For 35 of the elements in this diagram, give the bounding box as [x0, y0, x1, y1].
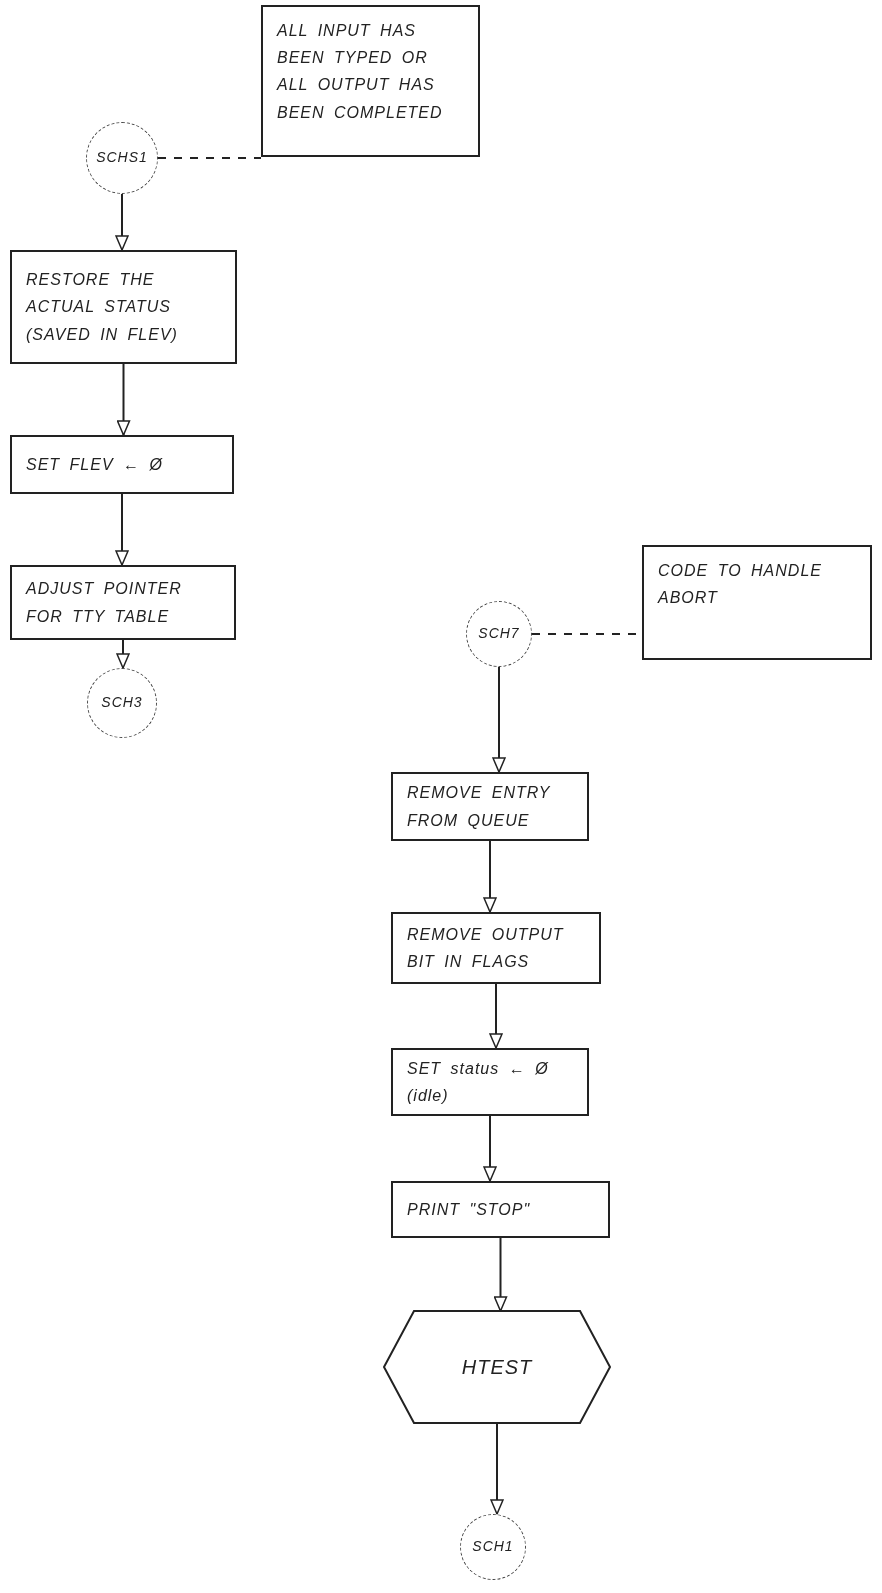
node-text: SCH1	[472, 1537, 514, 1557]
node-text: ADJUST POINTER FOR TTY TABLE	[26, 579, 183, 627]
node-text: HTEST	[461, 1355, 533, 1380]
process-box	[391, 912, 601, 984]
process-box	[391, 1048, 589, 1116]
process-box	[391, 1181, 610, 1238]
arrow	[483, 840, 497, 913]
arrow	[492, 666, 506, 773]
node-text: PRINT "STOP"	[407, 1199, 531, 1220]
process-box	[10, 565, 236, 640]
arrow	[116, 363, 131, 436]
arrow	[115, 193, 129, 251]
node-text: SET status ← Ø (idle)	[407, 1058, 550, 1106]
node-text: SCHS1	[96, 148, 148, 168]
node-text: RESTORE THE ACTUAL STATUS (SAVED IN FLEV)	[26, 270, 179, 345]
process-box	[10, 435, 234, 494]
arrow	[116, 639, 130, 669]
node-text: CODE TO HANDLE ABORT	[658, 561, 823, 609]
dashed-line	[157, 157, 262, 159]
arrow	[490, 1422, 504, 1515]
hexagon	[384, 1311, 610, 1423]
node-text: REMOVE ENTRY FROM QUEUE	[407, 783, 552, 831]
arrow	[493, 1237, 508, 1312]
comment-box	[261, 5, 480, 157]
node-text: SCH7	[478, 624, 520, 644]
comment-box	[642, 545, 872, 660]
arrow	[483, 1115, 497, 1182]
arrow	[489, 983, 503, 1049]
node-text: SCH3	[101, 693, 143, 713]
node-text: ALL INPUT HAS BEEN TYPED OR ALL OUTPUT HAS BEEN COMPLETED	[277, 21, 444, 123]
node-text: REMOVE OUTPUT BIT IN FLAGS	[407, 924, 565, 972]
arrow	[115, 493, 129, 566]
node-text: SET FLEV ← Ø	[26, 454, 163, 475]
process-box	[10, 250, 237, 364]
process-box	[391, 772, 589, 841]
